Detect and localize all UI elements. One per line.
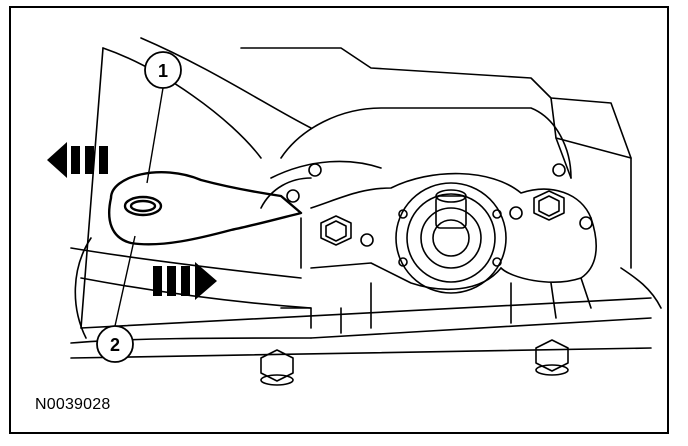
bolt-lower-left — [260, 349, 294, 386]
callout-1: 1 — [144, 51, 182, 89]
callout-1-number: 1 — [158, 61, 168, 81]
manual-shift-lever — [108, 171, 303, 246]
mounting-holes — [286, 163, 593, 267]
valve-body-cover — [260, 107, 597, 334]
arrow-right-icon — [153, 262, 217, 300]
bolt-right-plate — [533, 190, 565, 221]
callout-1-leader — [146, 87, 164, 184]
callout-2: 2 — [96, 325, 134, 363]
output-shaft-bearing — [395, 182, 507, 294]
bolt-heads — [260, 190, 569, 386]
arrow-left-icon — [47, 142, 108, 178]
bolt-lower-right — [535, 339, 569, 376]
transmission-housing — [70, 37, 662, 359]
callout-2-leader — [114, 235, 136, 327]
figure-id-label: N0039028 — [35, 396, 111, 413]
callout-2-number: 2 — [110, 335, 120, 355]
exploded-view-illustration: 1 2 — [47, 37, 662, 386]
diagram-frame: 1 2 N0039028 — [9, 6, 669, 434]
bolt-left-plate — [320, 215, 352, 246]
